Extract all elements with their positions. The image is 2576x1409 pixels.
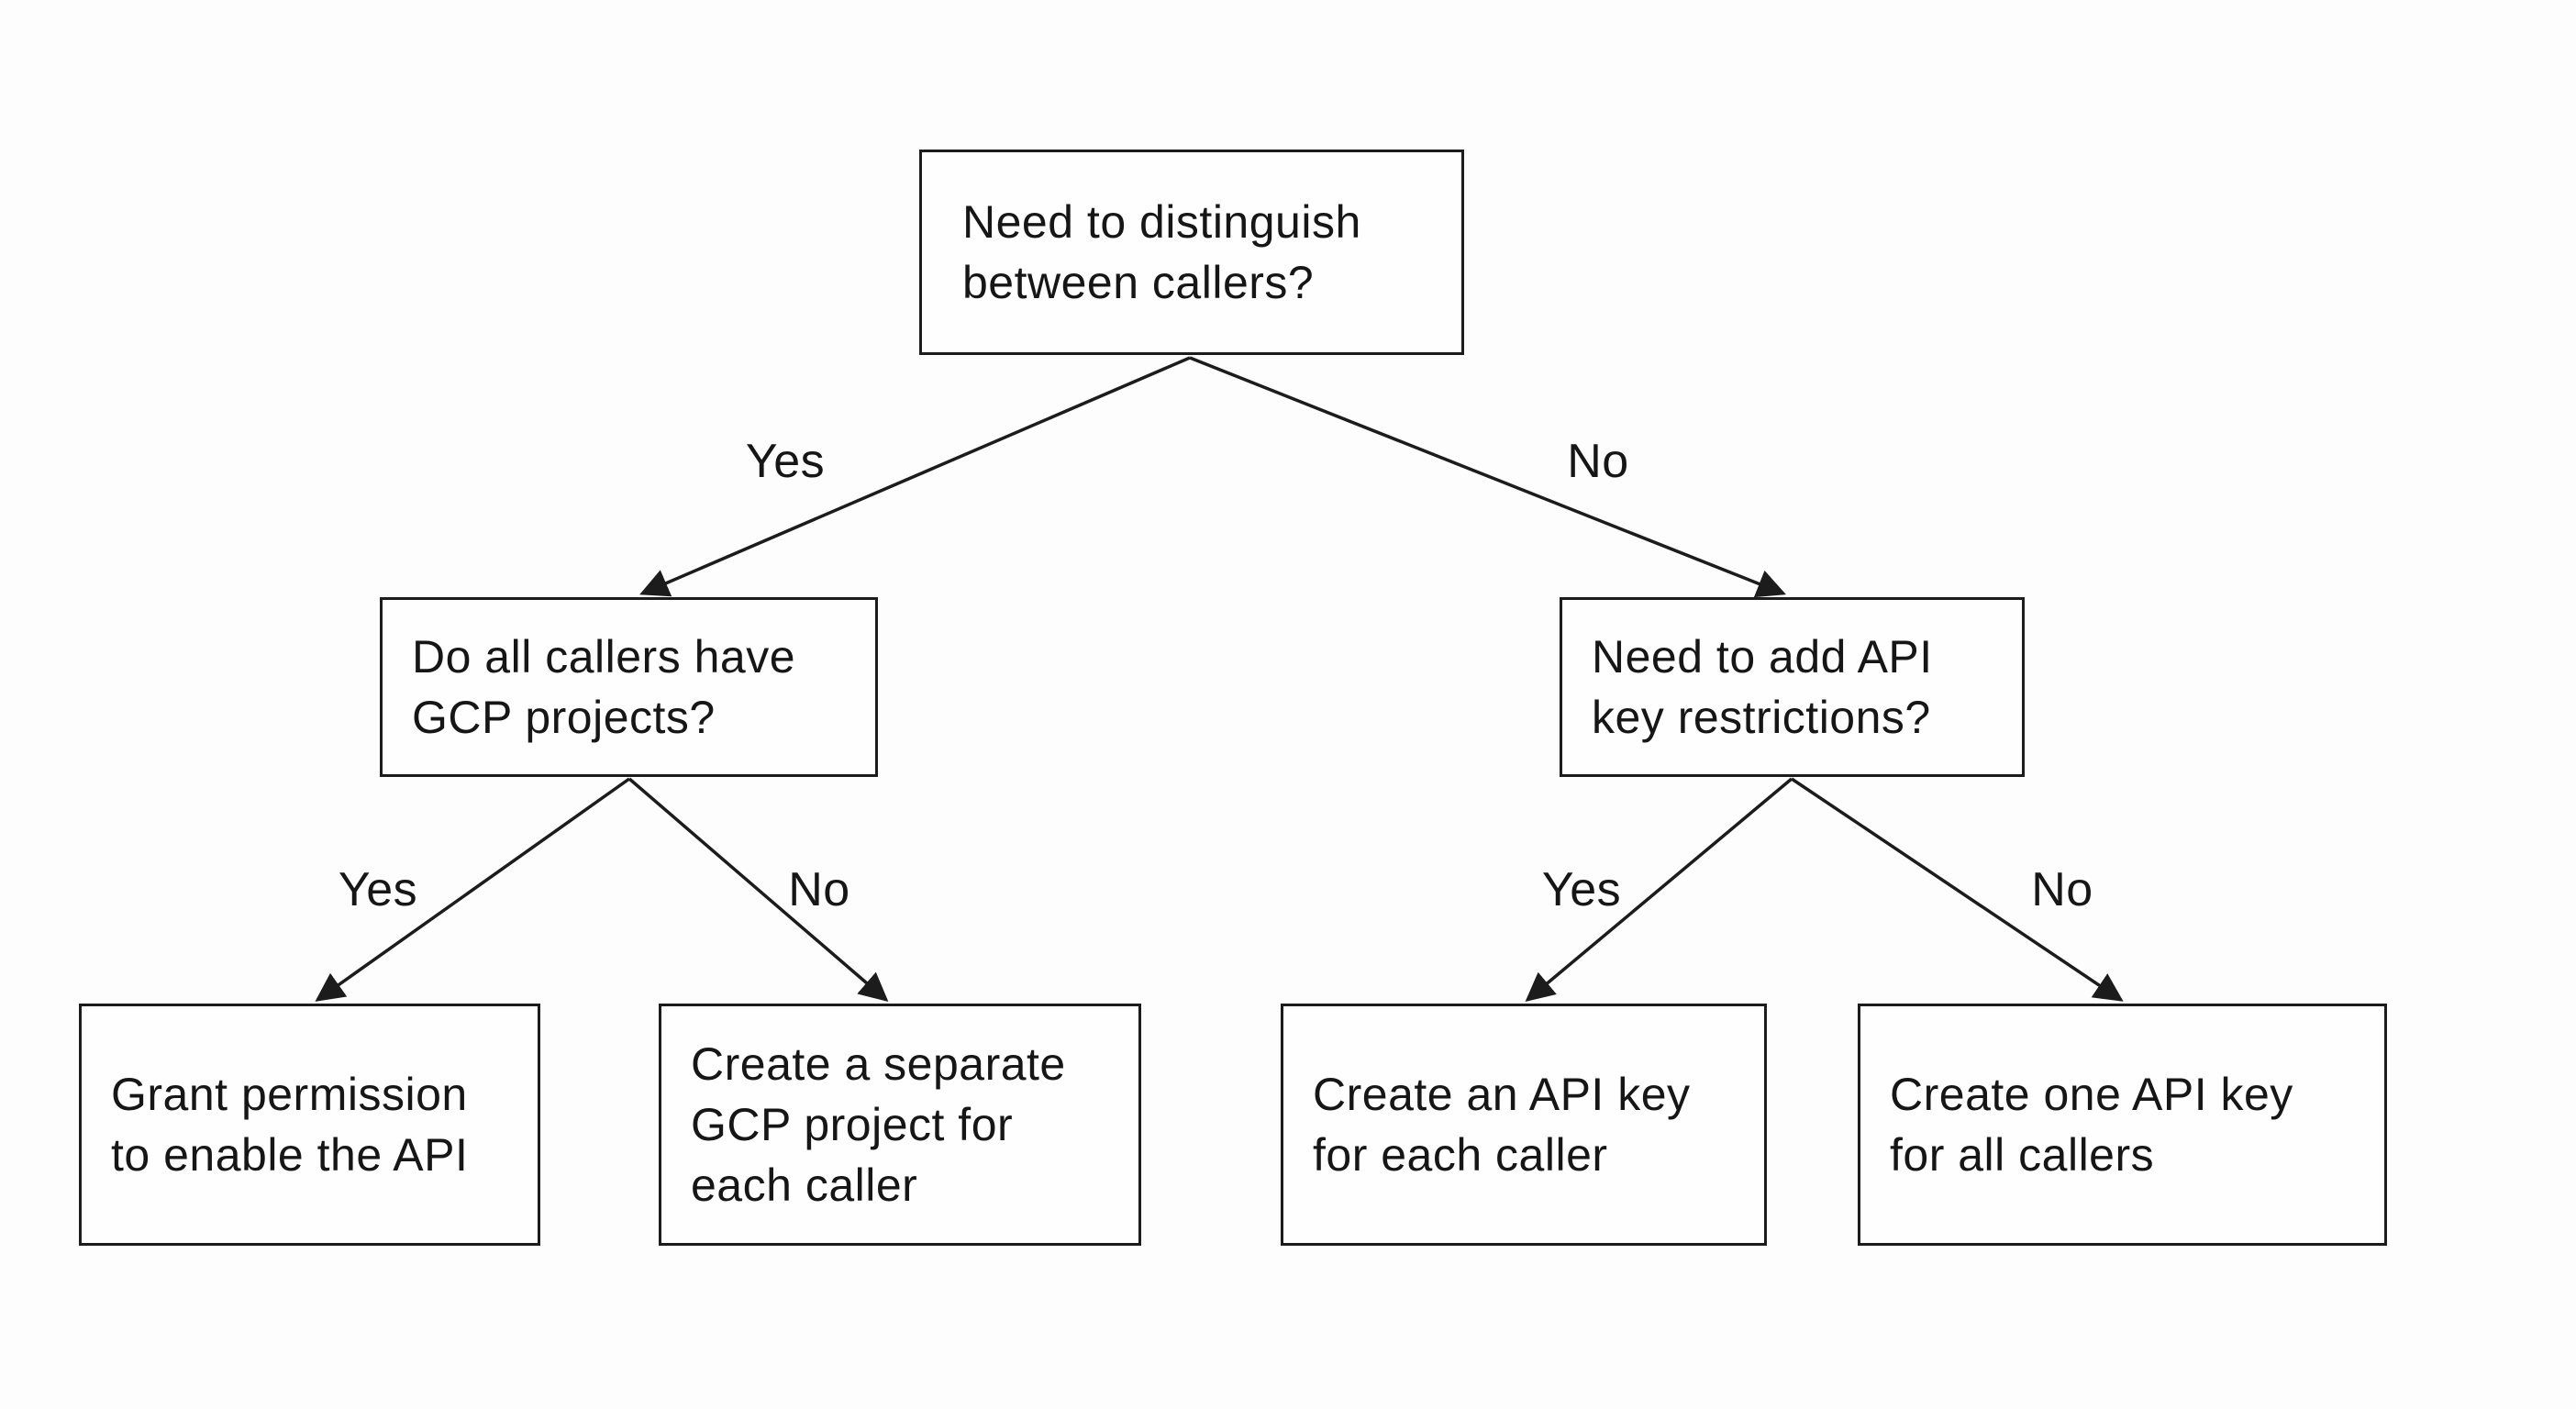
edge-root-to-mid-right — [1189, 356, 1786, 598]
node-api-key-per-caller-label: Create an API key for each caller — [1313, 1069, 1691, 1181]
node-grant-permission: Grant permission to enable the API — [79, 1004, 540, 1246]
node-root-label: Need to distinguish between callers? — [962, 196, 1361, 308]
branch-label-yes-root-left: Yes — [745, 435, 826, 488]
node-key-restrictions-question: Need to add API key restrictions? — [1560, 597, 2025, 777]
branch-label-no-root-right: No — [1567, 435, 1629, 488]
branch-label-yes-midright: Yes — [1541, 863, 1622, 916]
node-one-api-key: Create one API key for all callers — [1858, 1004, 2387, 1246]
branch-label-no-midleft: No — [788, 863, 850, 916]
edge-midleft-to-grant — [315, 777, 631, 1002]
node-gcp-projects-label: Do all callers have GCP projects? — [412, 631, 796, 743]
node-separate-gcp-project-label: Create a separate GCP project for each c… — [691, 1038, 1066, 1211]
node-root-question: Need to distinguish between callers? — [919, 150, 1464, 355]
node-gcp-projects-question: Do all callers have GCP projects? — [380, 597, 878, 777]
node-separate-gcp-project: Create a separate GCP project for each c… — [659, 1004, 1141, 1246]
edge-midright-to-onekey — [1791, 777, 2124, 1002]
branch-label-no-midright: No — [2031, 863, 2093, 916]
node-grant-permission-label: Grant permission to enable the API — [111, 1069, 469, 1181]
node-api-key-per-caller: Create an API key for each caller — [1281, 1004, 1767, 1246]
edge-root-to-mid-left — [639, 356, 1191, 597]
branch-label-yes-midleft: Yes — [338, 863, 418, 916]
node-key-restrictions-label: Need to add API key restrictions? — [1592, 631, 1933, 743]
node-one-api-key-label: Create one API key for all callers — [1890, 1069, 2293, 1181]
edge-midright-to-perkey — [1525, 777, 1793, 1003]
edge-midleft-to-separate — [627, 777, 889, 1003]
